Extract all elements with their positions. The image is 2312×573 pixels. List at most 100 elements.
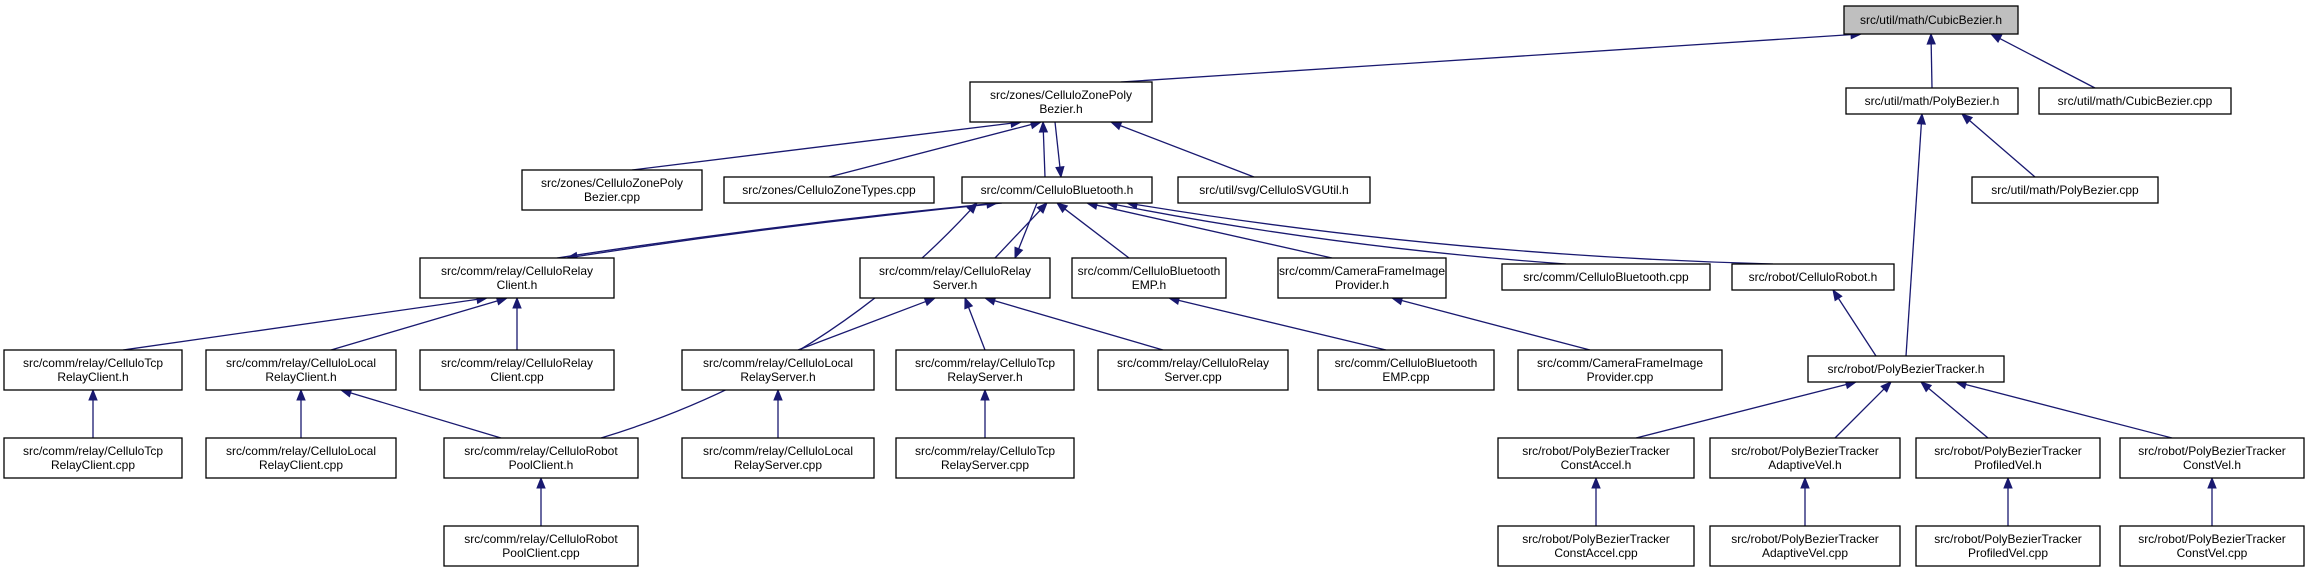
node-box[interactable]: [2038, 87, 2232, 115]
node-box[interactable]: [895, 349, 1075, 391]
file-node[interactable]: src/util/math/PolyBezier.h: [1845, 87, 2019, 115]
file-node[interactable]: src/robot/PolyBezierTrackerAdaptiveVel.c…: [1709, 525, 1901, 567]
node-box[interactable]: [681, 437, 875, 479]
file-node[interactable]: src/robot/CelluloRobot.h: [1731, 263, 1895, 291]
node-box[interactable]: [1709, 525, 1901, 567]
node-box[interactable]: [3, 349, 183, 391]
dependency-edge: [1167, 295, 1387, 351]
file-node[interactable]: src/robot/PolyBezierTrackerConstAccel.cp…: [1497, 525, 1695, 567]
node-box[interactable]: [419, 257, 615, 299]
node-box[interactable]: [1915, 525, 2101, 567]
node-label: Server.h: [933, 278, 978, 292]
arrowhead-icon: [1014, 246, 1024, 260]
node-box[interactable]: [1845, 87, 2019, 115]
node-box[interactable]: [1277, 257, 1447, 299]
node-label: RelayServer.h: [947, 370, 1022, 384]
node-box[interactable]: [1497, 437, 1695, 479]
node-box[interactable]: [723, 176, 935, 204]
node-box[interactable]: [1807, 355, 2005, 383]
node-box[interactable]: [961, 176, 1153, 204]
file-node[interactable]: src/comm/relay/CelluloLocalRelayClient.c…: [205, 437, 397, 479]
file-node[interactable]: src/zones/CelluloZoneTypes.cpp: [723, 176, 935, 204]
node-label: src/comm/relay/CelluloRobot: [464, 444, 618, 458]
edge-line: [828, 123, 1032, 178]
node-box[interactable]: [1177, 176, 1371, 204]
file-node[interactable]: src/comm/relay/CelluloRobotPoolClient.cp…: [443, 525, 639, 567]
node-label: src/zones/CelluloZonePoly: [990, 88, 1132, 102]
node-box[interactable]: [205, 349, 397, 391]
dependency-edge: [994, 202, 1048, 259]
file-node[interactable]: src/util/math/PolyBezier.cpp: [1971, 176, 2159, 204]
arrowhead-icon: [536, 476, 546, 489]
node-box[interactable]: [681, 349, 875, 391]
dependency-edge: [2003, 476, 2013, 526]
file-node[interactable]: src/robot/PolyBezierTrackerProfiledVel.c…: [1915, 525, 2101, 567]
root-node-box[interactable]: [1843, 5, 2019, 35]
node-box[interactable]: [895, 437, 1075, 479]
node-box[interactable]: [3, 437, 183, 479]
file-node[interactable]: src/comm/CelluloBluetooth.cpp: [1501, 263, 1711, 291]
dependency-edge: [1120, 29, 1863, 83]
file-node[interactable]: src/util/math/CubicBezier.h: [1843, 5, 2019, 35]
node-box[interactable]: [1517, 349, 1723, 391]
file-node[interactable]: src/robot/PolyBezierTracker.h: [1807, 355, 2005, 383]
arrowhead-icon: [964, 296, 974, 310]
dependency-edge: [1926, 32, 1936, 89]
node-box[interactable]: [969, 81, 1153, 123]
node-box[interactable]: [419, 349, 615, 391]
node-box[interactable]: [2119, 437, 2305, 479]
node-box[interactable]: [1915, 437, 2101, 479]
node-box[interactable]: [2119, 525, 2305, 567]
file-node[interactable]: src/comm/relay/CelluloLocalRelayServer.c…: [681, 437, 875, 479]
node-box[interactable]: [443, 525, 639, 567]
node-box[interactable]: [1317, 349, 1495, 391]
node-box[interactable]: [443, 437, 639, 479]
file-node[interactable]: src/comm/CelluloBluetooth.h: [961, 176, 1153, 204]
node-box[interactable]: [1071, 257, 1227, 299]
file-node[interactable]: src/util/svg/CelluloSVGUtil.h: [1177, 176, 1371, 204]
node-box[interactable]: [859, 257, 1051, 299]
node-label: src/robot/PolyBezierTracker: [1934, 532, 2082, 546]
node-box[interactable]: [1731, 263, 1895, 291]
edge-line: [1635, 383, 1847, 439]
node-label: src/util/math/CubicBezier.cpp: [2058, 94, 2213, 108]
node-label: src/robot/PolyBezierTracker: [1522, 532, 1670, 546]
file-node[interactable]: src/util/math/CubicBezier.cpp: [2038, 87, 2232, 115]
node-box[interactable]: [1971, 176, 2159, 204]
arrowhead-icon: [1926, 32, 1936, 45]
node-box[interactable]: [1501, 263, 1711, 291]
node-box[interactable]: [1097, 349, 1289, 391]
node-box[interactable]: [1497, 525, 1695, 567]
dependency-edge: [1390, 296, 1591, 351]
node-box[interactable]: [1709, 437, 1901, 479]
edge-line: [1064, 208, 1130, 259]
node-label: PoolClient.cpp: [502, 546, 580, 560]
node-box[interactable]: [521, 169, 703, 211]
node-label: src/comm/relay/CelluloRobot: [464, 532, 618, 546]
node-box[interactable]: [205, 437, 397, 479]
dependency-edge: [797, 297, 937, 351]
